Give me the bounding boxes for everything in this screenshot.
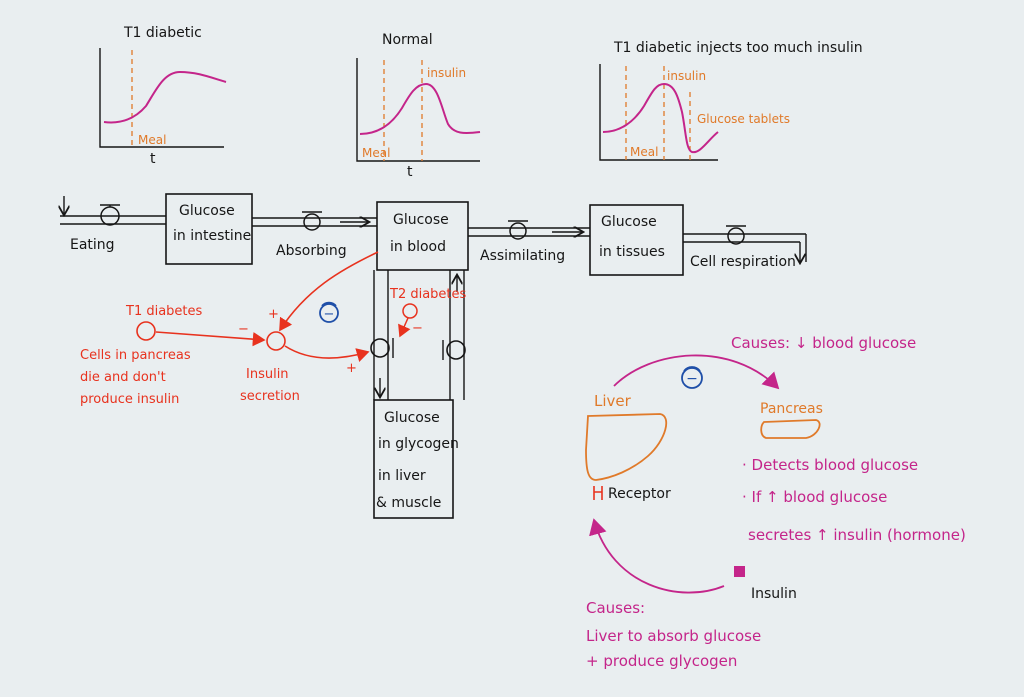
flow-label-respiration: Cell respiration <box>690 254 796 270</box>
valve-glycogenesis <box>370 338 394 358</box>
graph-axes <box>356 58 480 162</box>
tablets-label: Glucose tablets <box>697 112 790 126</box>
stock-glucose-glycogen: Glucose in glycogen in liver & muscle <box>373 399 459 519</box>
meal-label: Meal <box>630 145 658 159</box>
glucose-curve <box>103 70 227 124</box>
valve-eating <box>100 204 120 226</box>
t1-link-sign: − <box>238 322 249 337</box>
blood-link-sign: + <box>268 307 279 322</box>
t1-desc-line2: die and don't <box>80 370 166 385</box>
valve-glycogenolysis <box>442 340 466 360</box>
valve-absorbing <box>302 211 322 231</box>
svg-text:in liver: in liver <box>378 468 426 484</box>
svg-text:Glucose: Glucose <box>601 214 657 230</box>
graph-axes <box>99 48 224 148</box>
graph-title: Normal <box>382 32 433 48</box>
t2-diabetes-label: T2 diabetes <box>389 287 467 302</box>
insulin-label: insulin <box>667 69 706 83</box>
meal-label: Meal <box>362 146 390 160</box>
causes-bottom-line1: Causes: <box>586 599 645 617</box>
insulin-label: Insulin <box>751 586 797 602</box>
flow-label-absorbing: Absorbing <box>276 243 347 259</box>
meal-label: Meal <box>138 133 166 147</box>
glucose-curve <box>359 82 481 135</box>
svg-text:in intestine: in intestine <box>173 228 251 244</box>
graph-normal: Normal insulin Meal t <box>356 32 481 180</box>
cycle-loop-icon <box>681 367 703 389</box>
cycle-loop-sign: − <box>686 371 698 387</box>
stock-glucose-blood: Glucose in blood <box>376 201 469 271</box>
stock-flow-main: Eating Absorbing Assimilating Cell respi… <box>60 193 807 519</box>
t1-to-secretion-link <box>155 331 266 347</box>
insulin-icon <box>734 566 745 577</box>
valve-assimilating <box>508 220 528 240</box>
svg-text:& muscle: & muscle <box>376 495 441 511</box>
time-axis-label: t <box>150 151 156 167</box>
liver-label: Liver <box>594 392 632 410</box>
pancreas-note-1: · Detects blood glucose <box>742 456 918 474</box>
svg-text:Glucose: Glucose <box>393 212 449 228</box>
valve-respiration <box>726 225 746 245</box>
receptor-icon <box>593 486 603 500</box>
t2-link-sign: − <box>412 321 423 336</box>
t1-desc-line3: produce insulin <box>80 392 179 407</box>
graph-title: T1 diabetic <box>123 25 202 41</box>
svg-text:Glucose: Glucose <box>179 203 235 219</box>
hormone-cycle: Causes: ↓ blood glucose − Liver Pancreas… <box>585 334 966 670</box>
insulin-secretion-node <box>266 331 286 351</box>
insulin-feedback-loop: T1 diabetes Cells in pancreas die and do… <box>80 251 467 407</box>
causes-bottom-line2: Liver to absorb glucose <box>586 627 761 645</box>
liver-shape <box>585 413 668 481</box>
secretion-link-sign: + <box>346 361 357 376</box>
secretion-to-valve-link <box>284 345 370 362</box>
graph-title: T1 diabetic injects too much insulin <box>613 40 863 56</box>
svg-text:in tissues: in tissues <box>599 244 665 260</box>
t2-diabetes-node <box>402 303 418 319</box>
pancreas-note-2: · If ↑ blood glucose <box>742 488 887 506</box>
graph-axes <box>599 64 718 161</box>
insulin-label: insulin <box>427 66 466 80</box>
graph-t1-insulin-overdose: T1 diabetic injects too much insulin ins… <box>599 40 863 161</box>
balancing-loop-icon <box>319 303 339 323</box>
causes-bottom-line3: + produce glycogen <box>586 652 737 670</box>
secretion-label-line2: secretion <box>240 389 300 404</box>
insulin-to-receptor-arrow <box>589 518 725 594</box>
receptor-label: Receptor <box>608 486 671 502</box>
graph-t1-diabetic: T1 diabetic Meal t <box>99 25 227 167</box>
t2-to-valve-link <box>398 317 411 338</box>
svg-text:Glucose: Glucose <box>384 410 440 426</box>
secretion-label-line1: Insulin <box>246 367 289 382</box>
pancreas-shape <box>760 419 821 439</box>
time-axis-label: t <box>407 164 413 180</box>
svg-text:in glycogen: in glycogen <box>378 436 459 452</box>
blood-to-secretion-link <box>279 251 379 332</box>
svg-text:in blood: in blood <box>390 239 446 255</box>
t1-desc-line1: Cells in pancreas <box>80 348 191 363</box>
glucose-curve <box>602 82 719 154</box>
pancreas-label: Pancreas <box>760 401 823 417</box>
flow-label-assimilating: Assimilating <box>480 248 565 264</box>
stock-glucose-intestine: Glucose in intestine <box>165 193 253 265</box>
pancreas-note-3: secretes ↑ insulin (hormone) <box>748 526 966 544</box>
liver-to-pancreas-arrow <box>613 354 780 390</box>
t1-diabetes-label: T1 diabetes <box>125 304 203 319</box>
causes-top-label: Causes: ↓ blood glucose <box>731 334 916 352</box>
t1-diabetes-node <box>136 321 156 341</box>
flow-label-eating: Eating <box>70 237 115 253</box>
balancing-loop-sign: − <box>324 307 335 322</box>
stock-glucose-tissues: Glucose in tissues <box>589 204 684 276</box>
